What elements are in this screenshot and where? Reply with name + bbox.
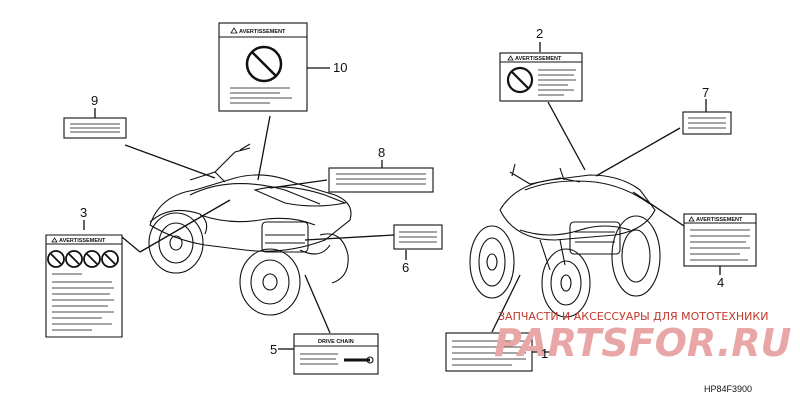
label-5-header: DRIVE CHAIN [318, 339, 354, 345]
callout-2: 2 [536, 26, 543, 41]
label-3-warning-decal [45, 234, 123, 338]
label-8-decal [328, 167, 434, 193]
callout-1: 1 [541, 346, 548, 361]
callout-8: 8 [378, 145, 385, 160]
leader-lines [83, 42, 721, 353]
callout-10: 10 [333, 60, 347, 75]
label-2-header: AVERTISSEMENT [515, 56, 562, 62]
callout-9: 9 [91, 93, 98, 108]
callout-4: 4 [717, 275, 724, 290]
diagram-code: HP84F3900 [704, 384, 752, 394]
warning-triangle-icon [507, 55, 514, 61]
watermark-tagline: ЗАПЧАСТИ И АКСЕССУАРЫ ДЛЯ МОТОТЕХНИКИ [498, 310, 768, 323]
callout-7: 7 [702, 85, 709, 100]
label-3-header: AVERTISSEMENT [59, 238, 106, 244]
callout-5: 5 [270, 342, 277, 357]
label-10-warning-decal [218, 22, 308, 112]
label-10-header: AVERTISSEMENT [239, 29, 286, 35]
label-2-warning-decal [499, 52, 583, 102]
label-6-decal [393, 224, 443, 250]
label-4-warning-decal [683, 213, 757, 267]
label-1-decal [445, 332, 533, 372]
watermark-logo: PARTSFOR.RU [494, 321, 792, 365]
label-4-header: AVERTISSEMENT [696, 217, 743, 223]
label-5-drive-chain-decal [293, 333, 379, 375]
callout-6: 6 [402, 260, 409, 275]
label-7-decal [682, 111, 732, 135]
label-9-decal [63, 117, 127, 139]
warning-triangle-icon [51, 237, 58, 243]
warning-triangle-icon [688, 216, 695, 222]
atv-right-illustration [469, 163, 661, 318]
atv-left-illustration [148, 143, 352, 316]
warning-triangle-icon [230, 27, 238, 34]
callout-3: 3 [80, 205, 87, 220]
